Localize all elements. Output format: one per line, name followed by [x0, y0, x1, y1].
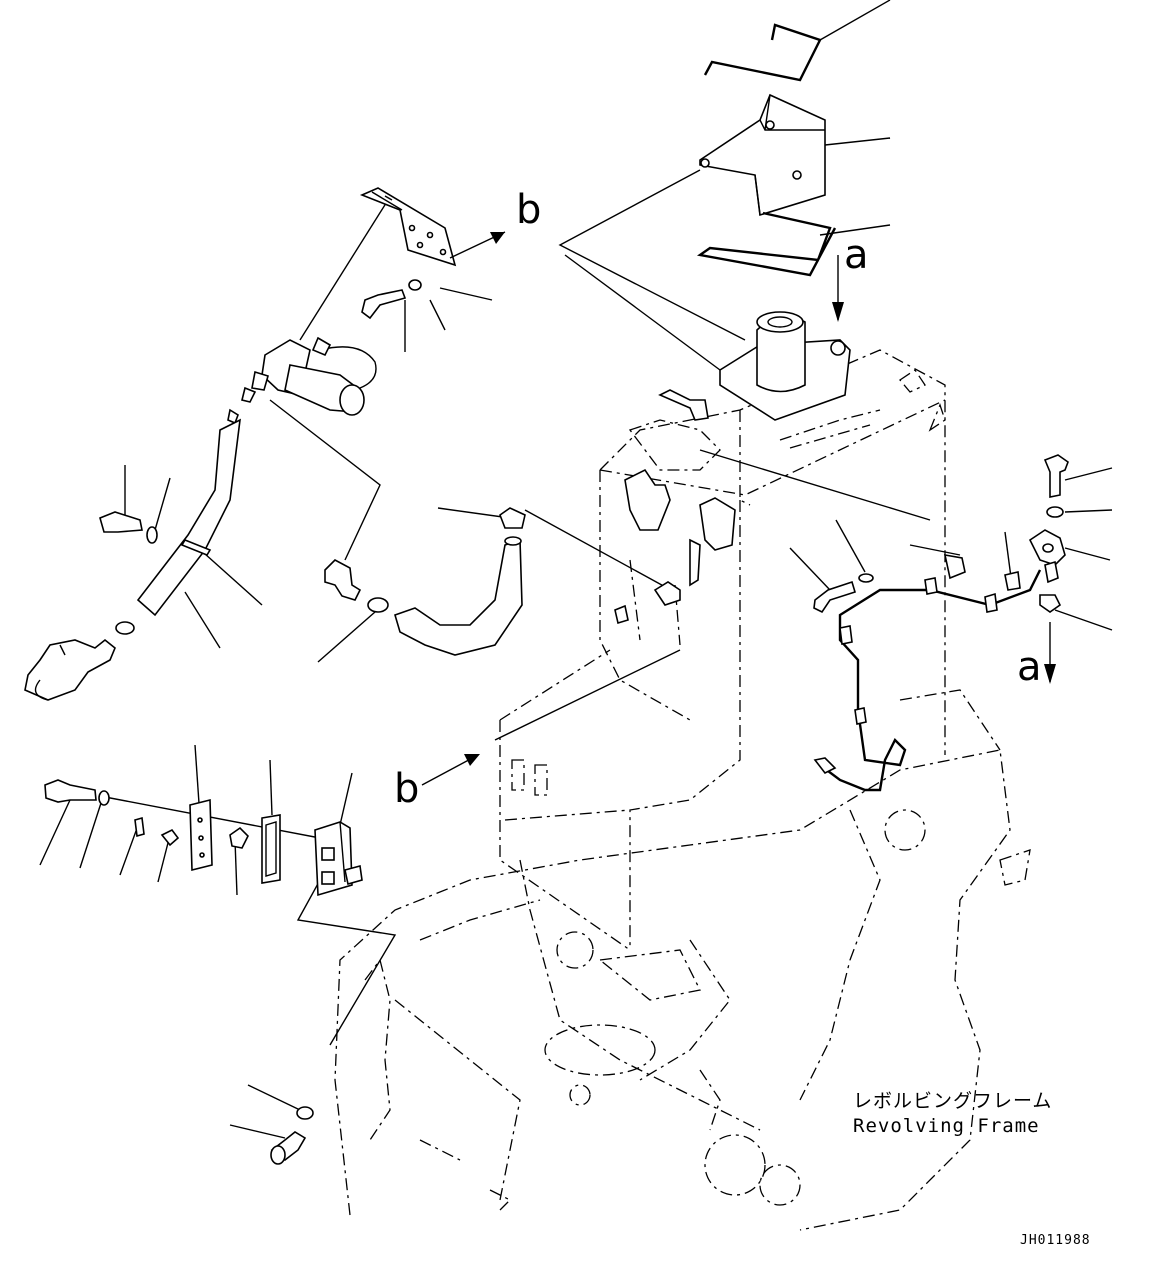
lower-wire-strap	[696, 211, 837, 277]
revolving-frame	[334, 689, 1031, 1231]
plate-bracket	[359, 187, 457, 267]
callout-b-top: b	[516, 187, 541, 233]
small-fittings	[44, 779, 249, 849]
breather-filter	[719, 311, 851, 421]
drawing-code: JH011988	[1020, 1233, 1091, 1248]
tank-brackets	[614, 389, 736, 625]
arrow-a-top	[832, 255, 844, 322]
upper-wire-strap	[703, 23, 822, 82]
callout-a-top: a	[844, 232, 869, 278]
frame-label-en: Revolving Frame	[853, 1115, 1040, 1137]
arrow-b-top	[449, 231, 506, 259]
return-hose	[394, 507, 526, 656]
hose-clamp	[115, 621, 135, 635]
arrow-a-bottom	[1044, 622, 1056, 684]
frame-bolt	[270, 1106, 314, 1165]
switch-box	[314, 821, 363, 897]
arrow-b-bottom	[421, 754, 480, 786]
frame-label-jp: レボルビングフレーム	[853, 1090, 1052, 1112]
sensor-harness	[813, 569, 1042, 792]
suction-hose	[136, 418, 241, 617]
hydraulic-tank	[499, 349, 946, 951]
cover-bracket	[699, 93, 826, 217]
harness-bolt	[813, 573, 874, 614]
gasket	[261, 814, 281, 884]
electric-pump	[227, 336, 377, 425]
callout-b-bottom: b	[394, 766, 419, 812]
mounting-bolt	[361, 279, 422, 320]
leader-lines	[39, 0, 1113, 1139]
switch-bracket-plate	[189, 798, 213, 872]
left-bolt	[99, 511, 158, 544]
coupler	[24, 638, 116, 701]
callout-a-bottom: a	[1017, 644, 1042, 690]
level-sensor	[1028, 529, 1066, 613]
right-bolt	[1043, 454, 1069, 518]
elbow-fitting	[324, 559, 389, 613]
harness-clips	[943, 554, 1021, 591]
